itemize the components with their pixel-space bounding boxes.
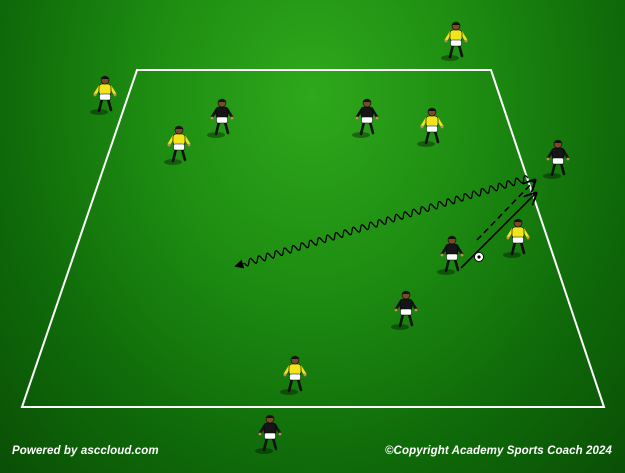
player-yellow-top-right — [441, 21, 468, 61]
player-black-left — [207, 98, 234, 138]
player-yellow-center-right — [417, 107, 444, 147]
player-black-lower — [391, 290, 418, 330]
field-boundary — [20, 69, 606, 408]
powered-by-text: Powered by asccloud.com — [12, 445, 159, 457]
players-layer — [90, 21, 570, 454]
player-yellow-top-left — [90, 75, 117, 115]
run-dashed-arrow — [476, 180, 535, 241]
player-black-center — [352, 98, 379, 138]
player-black-with-ball — [437, 235, 464, 275]
copyright-text: ©Copyright Academy Sports Coach 2024 — [384, 445, 612, 457]
player-black-right-edge — [543, 139, 570, 179]
player-yellow-right — [503, 218, 530, 258]
pass-solid-arrow — [460, 193, 536, 269]
player-black-bottom — [255, 414, 282, 454]
dribble-wavy-arrow — [234, 174, 529, 269]
player-yellow-left-mid — [164, 125, 191, 165]
player-yellow-bottom — [280, 355, 307, 395]
soccer-ball — [474, 252, 484, 262]
